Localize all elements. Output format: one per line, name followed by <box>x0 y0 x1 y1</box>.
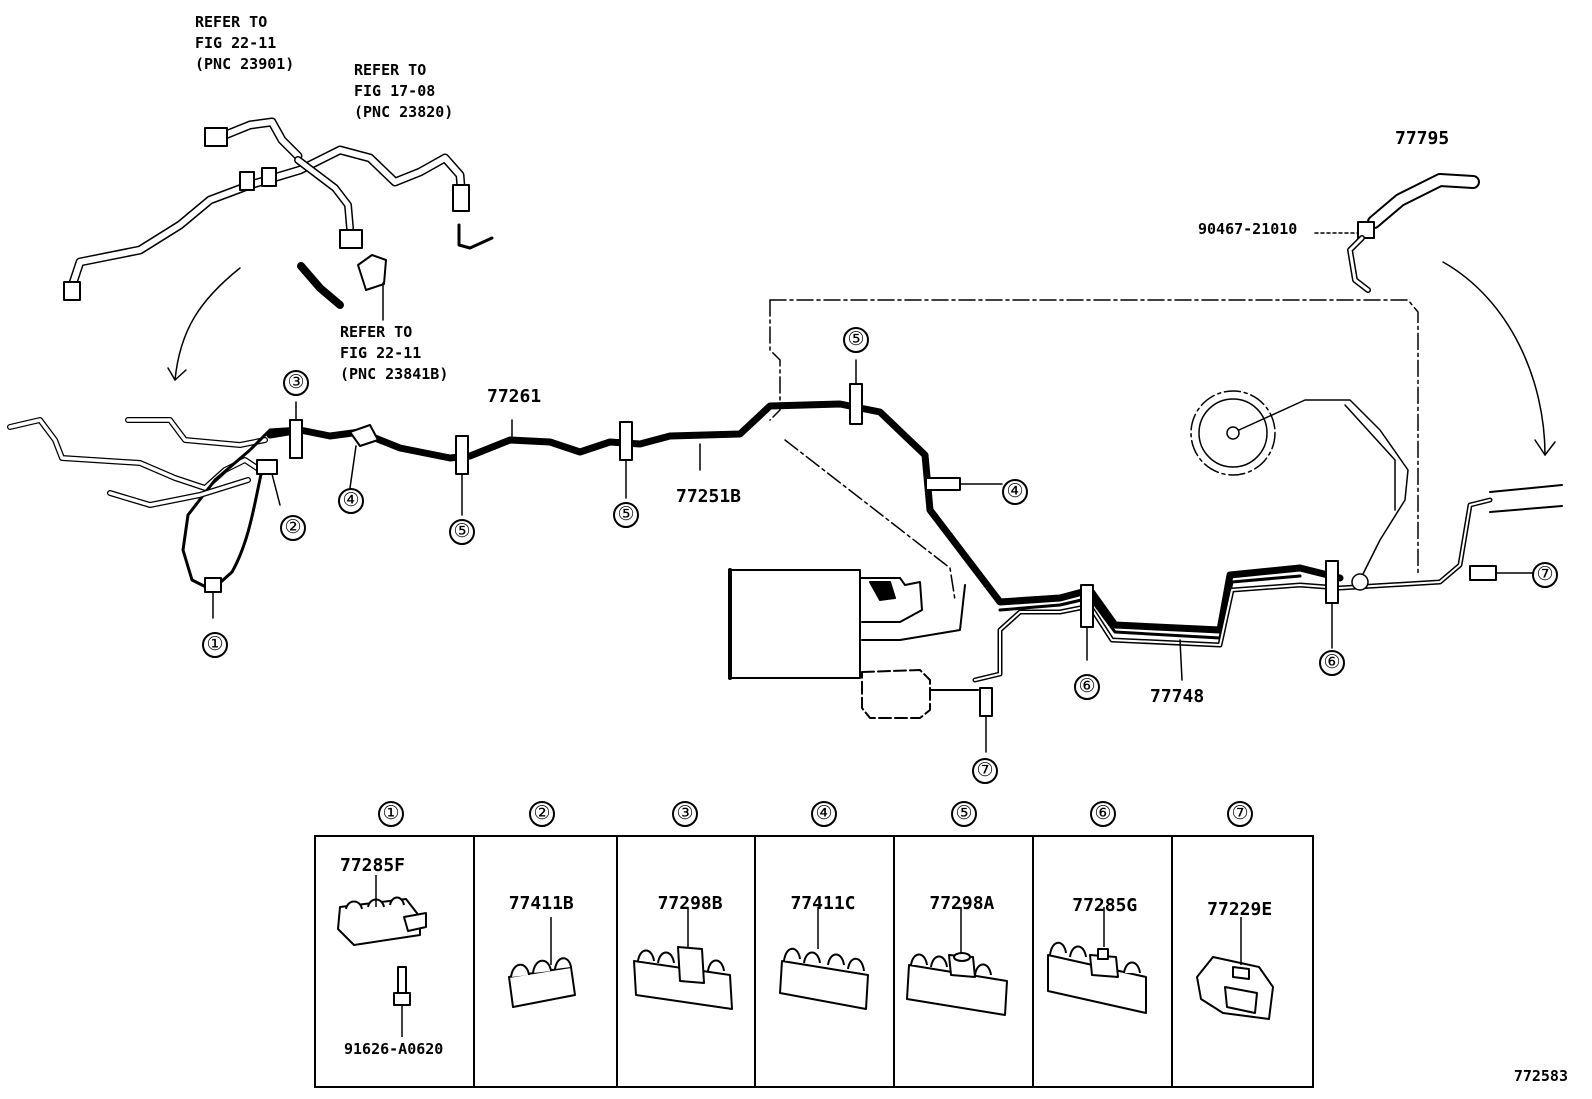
clamp-77411B-drawing <box>507 917 576 1008</box>
reference-line: (PNC 23820) <box>354 103 454 121</box>
clamp-77298B-drawing <box>632 907 733 1010</box>
legend-cell-2: 77411B <box>475 837 618 1086</box>
legend-cell-1: 77285F 91626-A0620 <box>316 837 475 1086</box>
legend-part-77285G: 77285G <box>1072 895 1138 916</box>
legend-number-1: ① <box>378 801 404 827</box>
tank-outline <box>769 299 1419 601</box>
reference-note-2: REFER TO FIG 17-08 (PNC 23820) <box>354 60 453 123</box>
upper-left-hose-assembly <box>63 117 494 381</box>
callout-clamp-5: ⑤ <box>613 502 639 528</box>
legend-number-7: ⑦ <box>1227 801 1253 827</box>
legend-number-6: ⑥ <box>1090 801 1116 827</box>
part-label-77795: 77795 <box>1395 128 1450 149</box>
legend-part-77229E: 77229E <box>1207 899 1273 920</box>
reference-line: REFER TO <box>354 61 427 79</box>
reference-note-3: REFER TO FIG 22-11 (PNC 23841B) <box>340 322 448 385</box>
callout-clamp-4: ④ <box>1002 479 1028 505</box>
legend-number-5: ⑤ <box>951 801 977 827</box>
figure-number: 772583 <box>1513 1067 1568 1085</box>
part-label-77748: 77748 <box>1150 686 1205 707</box>
legend-cell-6: 77285G <box>1034 837 1174 1086</box>
legend-number-3: ③ <box>672 801 698 827</box>
legend-number-4: ④ <box>811 801 837 827</box>
clamp-77285G-drawing <box>1047 907 1148 1014</box>
callout-clamp-2: ② <box>280 515 306 541</box>
part-label-77261: 77261 <box>487 386 542 407</box>
reference-line: FIG 22-11 <box>195 34 277 52</box>
reference-line: REFER TO <box>195 13 268 31</box>
legend-cell-5: 77298A <box>895 837 1035 1086</box>
clamp-77229E-drawing <box>1196 917 1275 1020</box>
tank-sender <box>1198 398 1409 591</box>
reference-line: REFER TO <box>340 323 413 341</box>
legend-part-77298A: 77298A <box>929 893 995 914</box>
part-label-90467-21010: 90467-21010 <box>1198 220 1298 238</box>
callout-clamp-7: ⑦ <box>1532 562 1558 588</box>
legend-part-91626-A0620: 91626-A0620 <box>344 1040 444 1058</box>
left-hose-cluster <box>7 417 302 619</box>
clamp-77298A-drawing <box>906 907 1009 1016</box>
callout-clamp-7: ⑦ <box>972 758 998 784</box>
charcoal-canister <box>728 568 979 719</box>
clamp-77411C-drawing <box>779 907 870 1010</box>
reference-line: FIG 22-11 <box>340 344 422 362</box>
legend-part-77411C: 77411C <box>790 893 856 914</box>
callout-clamp-4: ④ <box>338 488 364 514</box>
callout-clamp-5: ⑤ <box>449 519 475 545</box>
right-hose-77795 <box>1314 173 1556 456</box>
legend-part-77298B: 77298B <box>657 893 723 914</box>
legend-part-77411B: 77411B <box>508 893 574 914</box>
legend-cell-4: 77411C <box>756 837 896 1086</box>
callout-clamp-1: ① <box>202 632 228 658</box>
legend-cell-3: 77298B <box>618 837 757 1086</box>
main-fuel-line <box>266 359 1563 753</box>
callout-clamp-5: ⑤ <box>843 327 869 353</box>
part-label-77251B: 77251B <box>676 486 742 507</box>
legend-cell-7: 77229E <box>1173 837 1312 1086</box>
legend-number-2: ② <box>529 801 555 827</box>
clamp-77285F-drawing <box>337 875 427 1037</box>
reference-line: (PNC 23841B) <box>340 365 449 383</box>
callout-clamp-6: ⑥ <box>1319 650 1345 676</box>
callout-clamp-6: ⑥ <box>1074 674 1100 700</box>
clamp-legend-table: 77285F 91626-A0620 77411B 77298B <box>314 835 1314 1088</box>
callout-clamp-3: ③ <box>283 370 309 396</box>
reference-line: FIG 17-08 <box>354 82 436 100</box>
reference-line: (PNC 23901) <box>195 55 295 73</box>
reference-note-1: REFER TO FIG 22-11 (PNC 23901) <box>195 12 294 75</box>
legend-part-77285F: 77285F <box>340 855 406 876</box>
